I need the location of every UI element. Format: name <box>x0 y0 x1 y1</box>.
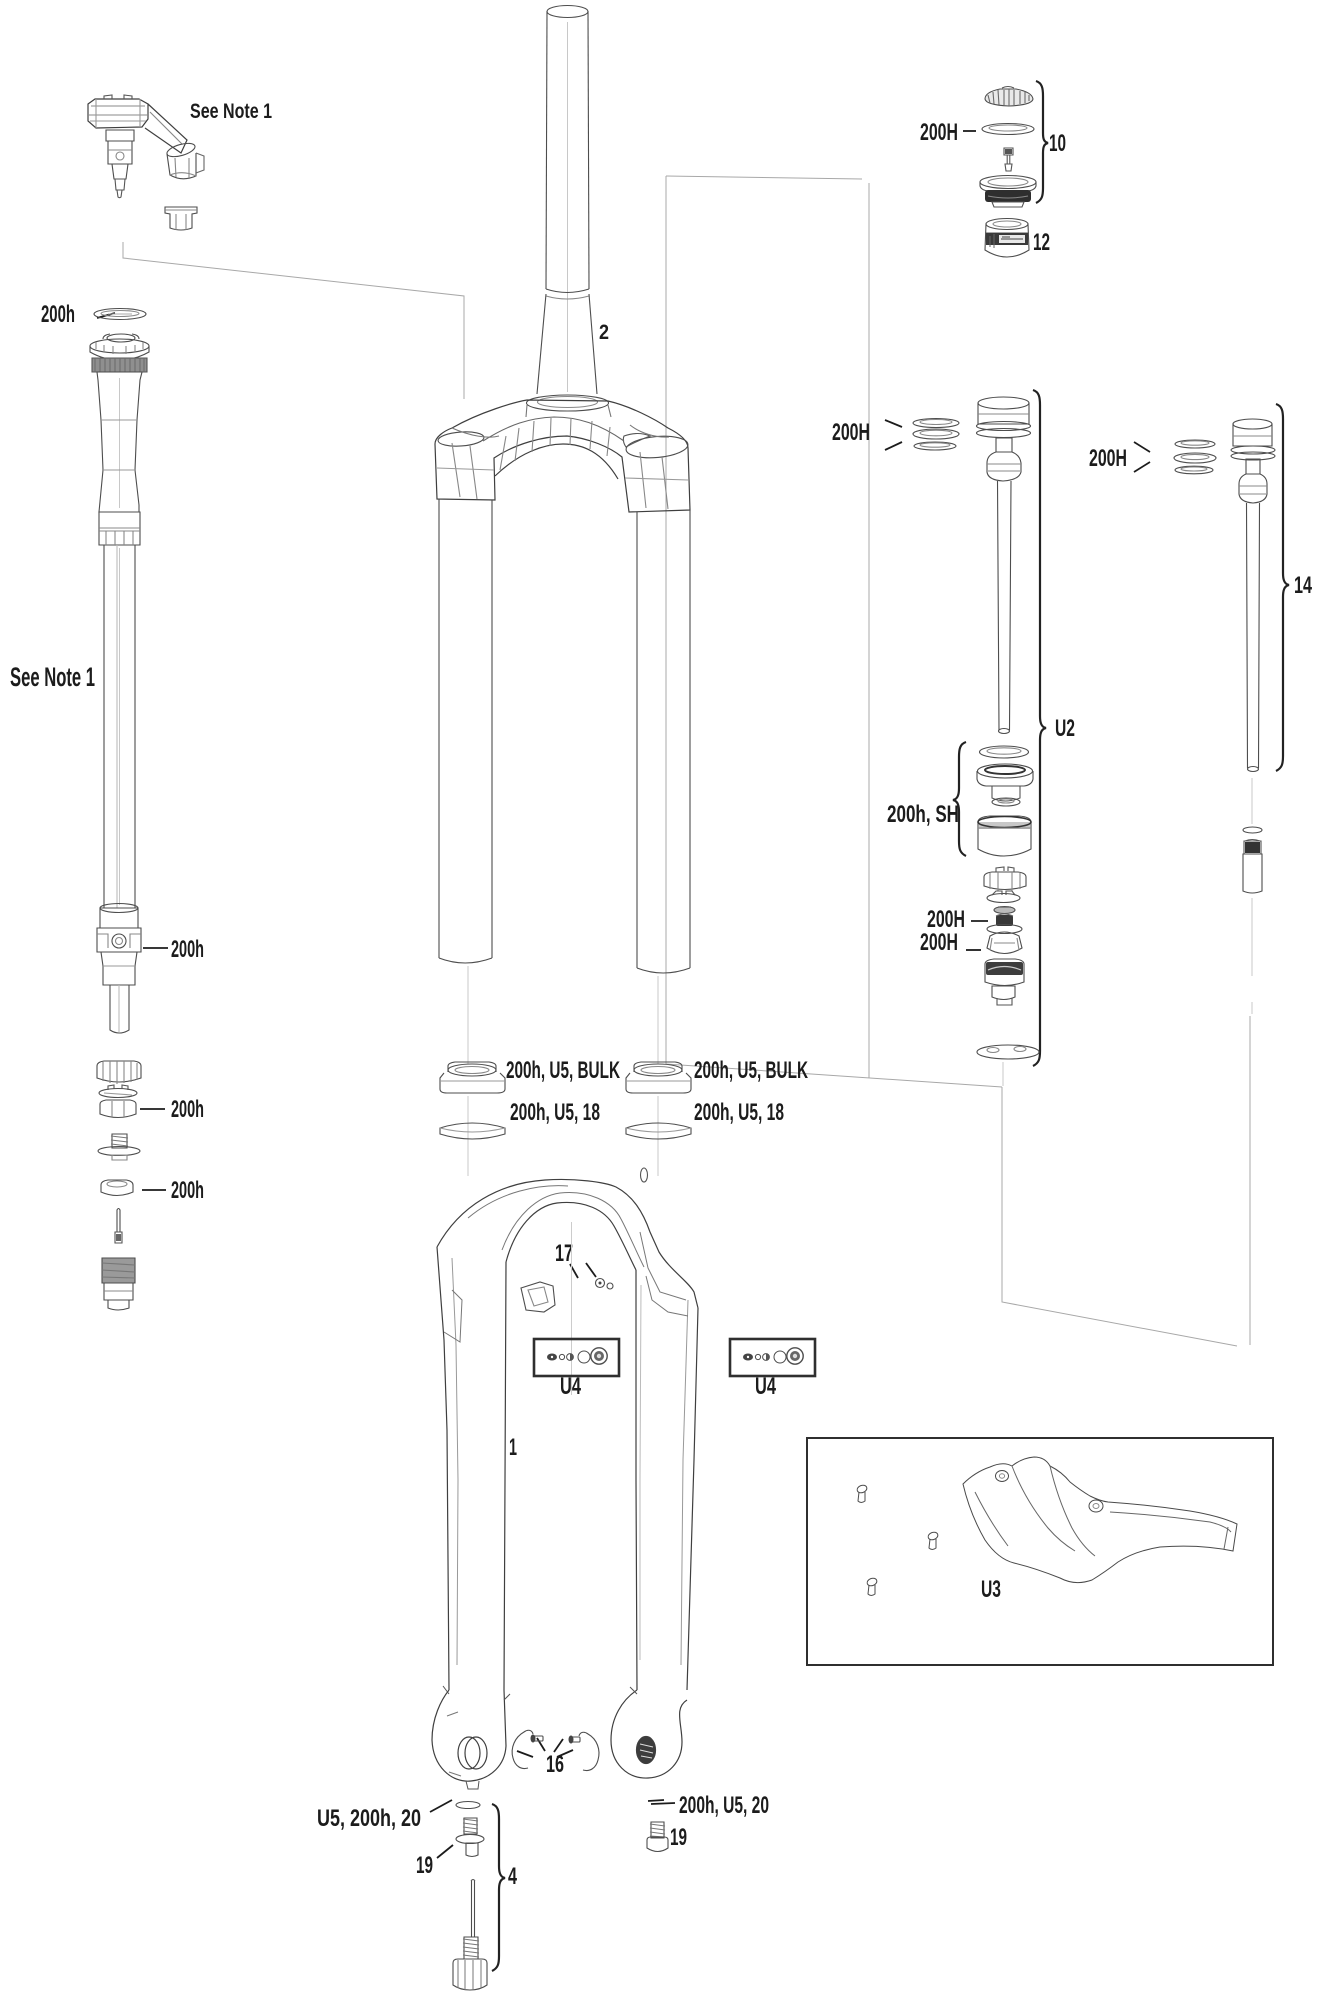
svg-text:U3: U3 <box>981 1576 1001 1603</box>
svg-text:16: 16 <box>546 1751 564 1778</box>
svg-text:U4: U4 <box>560 1373 581 1400</box>
svg-text:17: 17 <box>555 1240 573 1267</box>
svg-text:200H: 200H <box>920 119 958 146</box>
svg-text:1: 1 <box>509 1434 517 1461</box>
svg-text:U2: U2 <box>1055 715 1075 742</box>
svg-text:4: 4 <box>508 1863 517 1890</box>
svg-text:200H: 200H <box>920 929 958 956</box>
svg-text:200h: 200h <box>171 1177 204 1204</box>
svg-text:200H: 200H <box>1089 445 1127 472</box>
svg-text:200h: 200h <box>171 936 204 963</box>
svg-text:200h, U5, 18: 200h, U5, 18 <box>510 1099 600 1126</box>
svg-text:19: 19 <box>670 1824 687 1851</box>
svg-text:U4: U4 <box>755 1373 776 1400</box>
svg-text:200h: 200h <box>41 301 75 328</box>
svg-text:200h, U5, 20: 200h, U5, 20 <box>679 1792 769 1819</box>
svg-text:2: 2 <box>599 321 609 344</box>
svg-text:200h, U5, BULK: 200h, U5, BULK <box>694 1057 808 1084</box>
svg-text:200h, U5, BULK: 200h, U5, BULK <box>506 1057 620 1084</box>
svg-text:See Note 1: See Note 1 <box>10 662 95 692</box>
svg-text:200h: 200h <box>171 1096 204 1123</box>
svg-text:12: 12 <box>1033 229 1050 256</box>
svg-text:10: 10 <box>1049 130 1066 157</box>
svg-text:U5, 200h, 20: U5, 200h, 20 <box>317 1805 421 1832</box>
svg-text:See Note 1: See Note 1 <box>190 100 272 123</box>
svg-text:200H: 200H <box>927 906 965 933</box>
svg-text:200h, U5, 18: 200h, U5, 18 <box>694 1099 784 1126</box>
svg-text:14: 14 <box>1294 572 1312 599</box>
svg-text:200H: 200H <box>832 419 870 446</box>
svg-text:19: 19 <box>416 1852 433 1879</box>
svg-text:200h, SH: 200h, SH <box>887 801 959 828</box>
